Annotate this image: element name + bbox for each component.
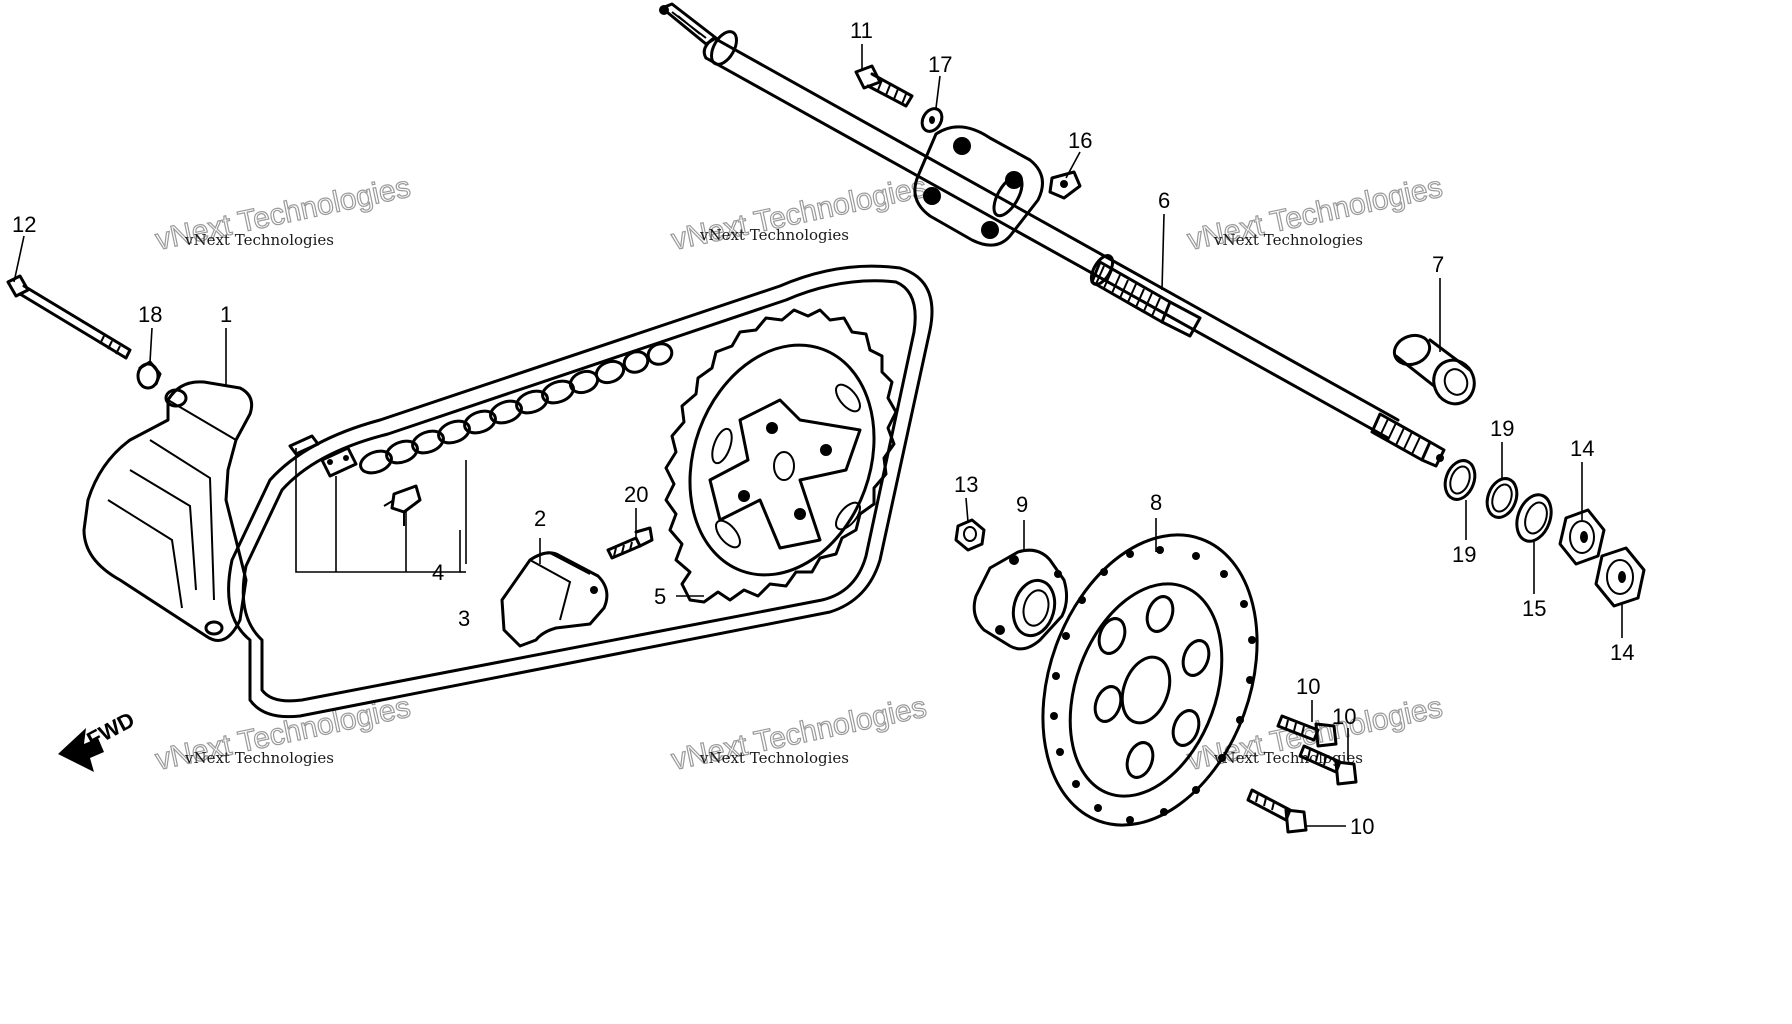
- watermark-small-2: vNext Technologies: [699, 226, 849, 244]
- forward-label: FWD: [83, 707, 139, 753]
- forward-direction-indicator: FWD: [58, 707, 139, 772]
- watermark-small-5: vNext Technologies: [699, 749, 849, 767]
- callout-9: 9: [1016, 492, 1028, 517]
- chain-links-segment: [359, 342, 674, 475]
- callout-15: 15: [1522, 596, 1546, 621]
- rear-axle-shaft-part: [659, 2, 1446, 468]
- callout-1: 1: [220, 302, 232, 327]
- washer-17-part: [920, 107, 944, 133]
- bolt-20-part: [606, 526, 654, 560]
- callout-10b: 10: [1332, 704, 1356, 729]
- callout-2: 2: [534, 506, 546, 531]
- nut-14b-part: [1594, 546, 1646, 608]
- callout-4: 4: [432, 560, 444, 585]
- chain-case-1-part: [82, 380, 254, 642]
- callout-3: 3: [458, 606, 470, 631]
- callout-7: 7: [1432, 252, 1444, 277]
- callout-19b: 19: [1490, 416, 1514, 441]
- callout-13: 13: [954, 472, 978, 497]
- watermark-small-4: vNext Technologies: [184, 749, 334, 767]
- clip-16-part: [1048, 170, 1082, 200]
- forward-arrow-icon: [58, 728, 104, 772]
- nut-14a-part: [1558, 508, 1606, 566]
- drive-chain-3-part: [227, 264, 934, 719]
- callout-11: 11: [850, 18, 873, 43]
- watermark-small-3: vNext Technologies: [1213, 231, 1363, 249]
- rear-sprocket-5-part: [664, 308, 898, 604]
- bolt-11-part: [854, 64, 914, 108]
- callout-12: 12: [12, 212, 36, 237]
- callout-6: 6: [1158, 188, 1170, 213]
- watermark-small-1: vNext Technologies: [184, 231, 334, 249]
- callout-5: 5: [654, 584, 666, 609]
- callout-numbers: 1 2 3 4 5 6 7 8 9 10 10 10 11 12 13 14 1…: [12, 18, 1634, 839]
- callout-14b: 14: [1610, 640, 1634, 665]
- leader-lines: [13, 44, 1623, 827]
- callout-19a: 19: [1452, 542, 1476, 567]
- callout-10c: 10: [1350, 814, 1374, 839]
- bolt-12-part: [6, 274, 132, 360]
- master-link-4-part: [288, 434, 422, 526]
- bolt-10b-part: [1298, 744, 1358, 786]
- bolt-10c-part: [1246, 788, 1308, 834]
- chain-slider-2-part: [500, 551, 609, 648]
- disc-vent-holes: [1050, 546, 1256, 824]
- washer-15-part: [1515, 493, 1553, 543]
- callout-16: 16: [1068, 128, 1092, 153]
- o-ring-19b-part: [1485, 477, 1519, 519]
- callout-20: 20: [624, 482, 648, 507]
- axle-hub-flange-part: [913, 125, 1044, 247]
- callout-18: 18: [138, 302, 162, 327]
- brake-disc-8-part: [1041, 533, 1259, 827]
- brake-disc-hub-9-part: [972, 548, 1069, 651]
- collar-spacer-7-part: [1392, 333, 1476, 406]
- collar-18-part: [136, 360, 162, 390]
- o-ring-19a-part: [1443, 459, 1477, 501]
- bolt-10a-part: [1276, 714, 1338, 748]
- callout-14a: 14: [1570, 436, 1594, 461]
- callout-8: 8: [1150, 490, 1162, 515]
- callout-10a: 10: [1296, 674, 1320, 699]
- callout-17: 17: [928, 52, 952, 77]
- nut-13-part: [954, 518, 986, 552]
